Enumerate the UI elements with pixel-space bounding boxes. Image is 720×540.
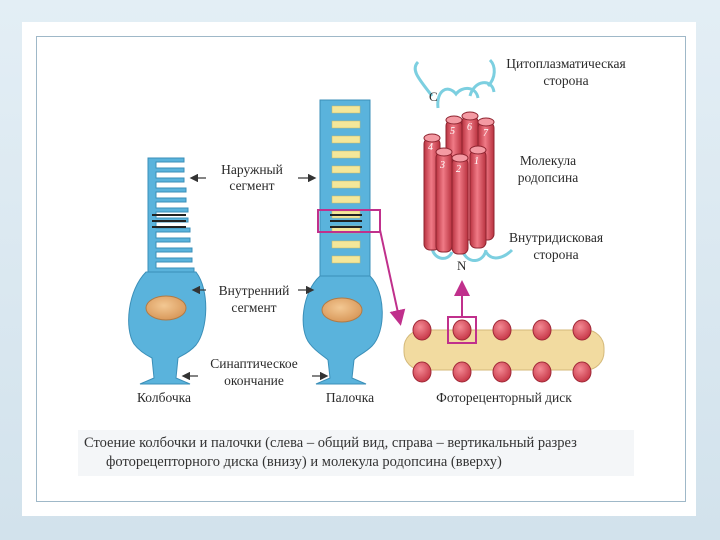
rhodopsin-molecule: 4 5 6 7 3 2 1 C N [413, 58, 514, 273]
inner-segment-label: сегмент [231, 300, 276, 315]
helix-number: 4 [428, 142, 433, 153]
helix-number: 7 [483, 128, 489, 139]
cone-disk-marking [152, 214, 186, 228]
rod-inner-segment [302, 275, 383, 385]
cytoplasmic-side-label: сторона [543, 73, 588, 88]
helix-number: 1 [474, 156, 479, 167]
rhodopsin-molecule-label: родопсина [518, 170, 578, 185]
disk-protein-highlight [447, 316, 477, 344]
figure-caption: Стоение колбочки и палочки (слева – общи… [78, 430, 634, 476]
synaptic-ending-label: окончание [224, 373, 284, 388]
cytoplasmic-side-label: Цитоплазматическая [506, 56, 625, 71]
rhodopsin-loops [413, 58, 514, 262]
cone-cell [128, 157, 207, 385]
caption-line-2: фоторецепторного диска (внизу) и молекул… [106, 454, 502, 470]
outer-segment-label: Наружный [221, 162, 283, 177]
cone-label: Колбочка [137, 390, 191, 405]
cone-outer-segment [147, 157, 195, 276]
helix-number: 5 [450, 126, 455, 137]
cone-nucleus [145, 295, 187, 321]
rod-nucleus [321, 297, 363, 323]
zoom-arrow [379, 229, 406, 326]
helix-number: 2 [456, 164, 461, 175]
rhodopsin-molecule-label: Молекула [520, 153, 576, 168]
helix-number: 3 [439, 160, 445, 171]
c-terminus-label: C [429, 89, 438, 104]
label-pointers [181, 173, 329, 381]
rod-zoom-highlight [317, 209, 381, 233]
rod-cell [302, 99, 383, 385]
outer-segment-label: сегмент [229, 178, 274, 193]
rhodopsin-helices [423, 111, 495, 255]
cone-inner-segment [128, 271, 207, 385]
disk-proteins-top [412, 319, 592, 341]
disk-proteins-bottom [412, 361, 592, 383]
inner-border [36, 36, 686, 502]
caption-line-1: Стоение колбочки и палочки (слева – общи… [84, 435, 577, 451]
inner-segment-label: Внутренний [219, 283, 290, 298]
intradisk-side-label: Внутридисковая [509, 230, 603, 245]
photoreceptor-disk-label: Фотореценторный диск [436, 390, 572, 405]
helix-number: 6 [467, 122, 472, 133]
rod-outer-segment [319, 99, 371, 279]
synaptic-ending-label: Синаптическое [210, 356, 298, 371]
intradisk-side-label: сторона [533, 247, 578, 262]
photoreceptor-disk [403, 280, 605, 383]
n-terminus-label: N [457, 258, 467, 273]
rod-label: Палочка [326, 390, 374, 405]
rod-disk-marking [330, 214, 362, 228]
